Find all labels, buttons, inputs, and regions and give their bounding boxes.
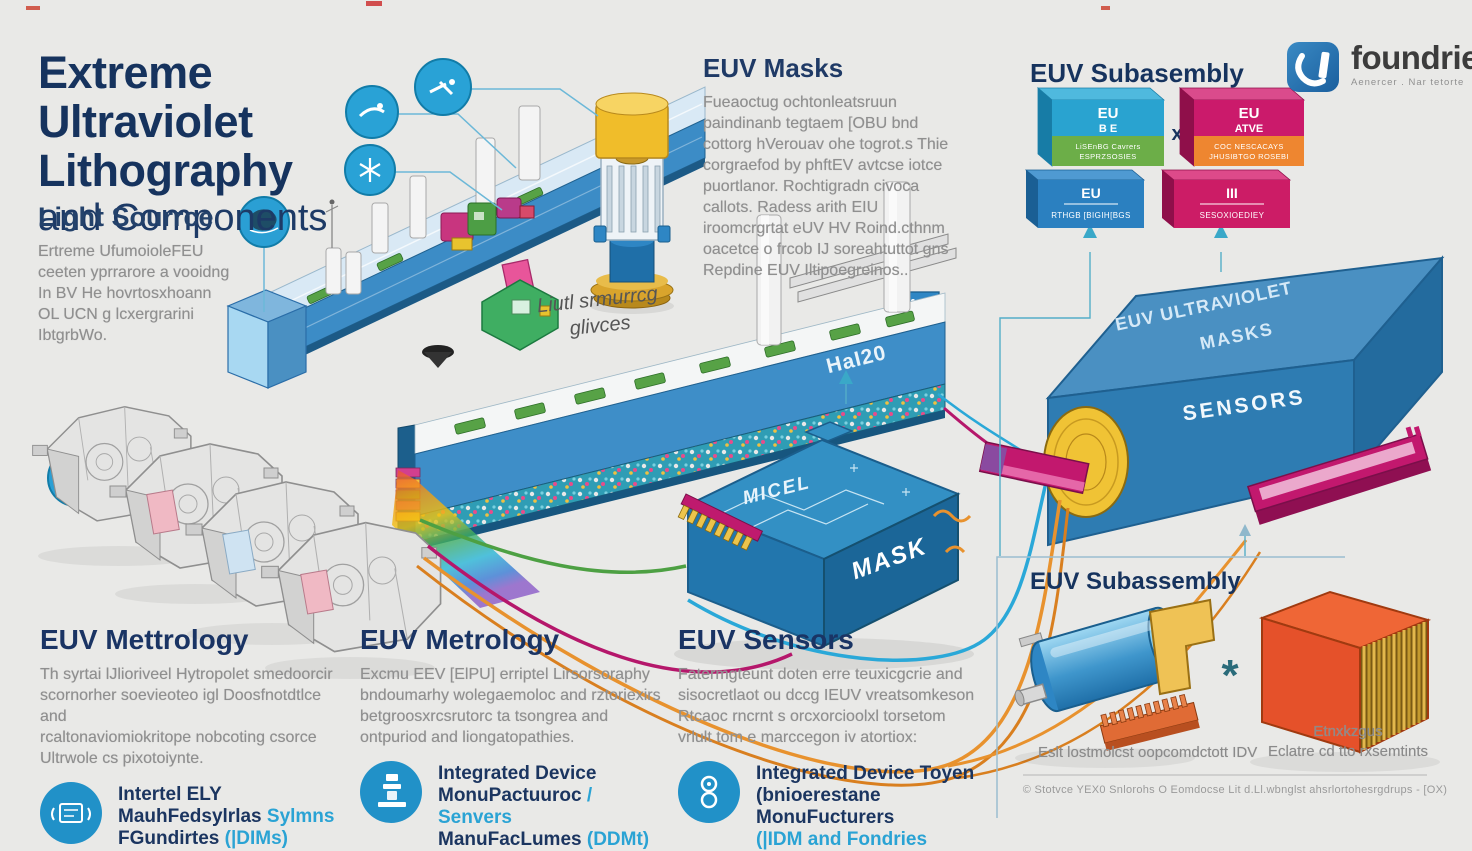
sub-box-2: EU ATVE COC NESCACAYS JHUSIBTGO ROSEBI (1178, 87, 1306, 167)
light-source-heading: Light Sourrce (38, 202, 214, 232)
svg-text:B E: B E (1099, 123, 1117, 135)
finned-heatsink-box (1258, 590, 1432, 754)
handler-machine (481, 258, 559, 351)
connector-arrows (839, 224, 1251, 536)
subassembly-bottom-panel: * (996, 556, 1440, 818)
multiply-sign: x (1171, 123, 1182, 145)
copyright-footer: © Stotvce YEX0 Snlorohs O Eomdocse Lit d… (1022, 784, 1448, 796)
svg-text:III: III (1226, 185, 1238, 201)
mask-box: MICEL MASK (674, 421, 974, 670)
star-separator: * (1221, 651, 1239, 700)
section-footer-label: Intertel ELY MauhFedsylrlas Sylmns FGund… (118, 784, 335, 849)
belt-chips (454, 310, 915, 435)
light-source-section: Light Sourrce Ertreme UfumoioleFEU ceete… (38, 202, 273, 346)
sub-box-3: EU RTHGB [BIGIH[BGS (1024, 169, 1146, 228)
logo-tagline: Aenercer . Nar tetorte (1351, 77, 1465, 88)
svg-text:SESOXIOEDIEY: SESOXIOEDIEY (1200, 211, 1265, 220)
sub-box-4: III SESOXIOEDIEY (1160, 169, 1292, 228)
section-heading: EUV Metrology (360, 624, 560, 655)
section-body: Excmu EEV [ElPU] erriptel Lirsorsoraphy … (360, 666, 661, 746)
wrench-icon (345, 85, 399, 139)
subassembly-caption-right: Etnxkzgus Eclatre cd tto rxsemtints (1267, 723, 1429, 760)
svg-text:ESPRZSOSIES: ESPRZSOSIES (1079, 152, 1136, 161)
svg-text:glivces: glivces (569, 312, 632, 340)
mask-pin-connector (677, 493, 764, 551)
wafer-handler-icon (360, 761, 422, 823)
section-heading: EUV Sensors (678, 624, 854, 655)
svg-text:RTHGB [BIGIH[BGS: RTHGB [BIGIH[BGS (1051, 211, 1131, 220)
snowflake-icon (344, 144, 396, 196)
metrology-rings-icon (678, 761, 740, 823)
svg-text:EU: EU (1239, 105, 1260, 122)
tools-icon (414, 58, 472, 116)
svg-text:JHUSIBTGO ROSEBI: JHUSIBTGO ROSEBI (1209, 152, 1289, 161)
euv-diagram: HaI20 (26, 1, 1445, 818)
svg-text:EU: EU (1098, 105, 1119, 122)
circuit-traces (715, 464, 910, 533)
mask-slab (1246, 426, 1432, 525)
euv-metrology-machines (31, 405, 442, 679)
section-footer-label: Integrated Device Toyen (bnioerestane Mo… (756, 763, 975, 850)
section-body: Fatermgteunt doten erre teuxicgcrie and … (678, 666, 975, 746)
section-footer-label: Integrated Device MonuPactuuroc / Senver… (438, 763, 650, 850)
sub-box-1: EU B E LiSEnBG Cavrers ESPRZSOSIES (1036, 87, 1166, 167)
tall-pillars (756, 181, 911, 346)
svg-text:LiSEnBG Cavrers: LiSEnBG Cavrers (1075, 142, 1140, 151)
orange-connector-strip (1099, 693, 1200, 751)
svg-text:ATVE: ATVE (1235, 123, 1264, 135)
section-euv-sensors: EUV Sensors Fatermgteunt doten erre teux… (678, 624, 980, 851)
top-artifact-marks (26, 1, 1110, 10)
belt-modules (440, 197, 535, 251)
euv-source-rod (978, 441, 1090, 495)
title-line-3: Lithography (38, 145, 293, 196)
euv-masks-section: EUV Masks Fueaoctug ochtonleatsruun pain… (703, 53, 985, 281)
subassembly-caption-left: Eslt lostmolcst oopcomdctott IDV (1038, 744, 1258, 761)
foundries-logo-icon (1287, 42, 1339, 92)
light-source-body: Ertreme UfumoioleFEU ceeten yprrarore a … (38, 243, 230, 344)
inspection-cube (226, 289, 308, 389)
laser-column-machine (590, 92, 674, 314)
connector-lines (845, 252, 1246, 556)
section-euv-metrology-1: EUV Mettrology Th syrtai lJlioriveel Hyt… (40, 624, 342, 850)
svg-text:COC NESCACAYS: COC NESCACAYS (1214, 142, 1284, 151)
section-body: Th syrtai lJlioriveel Hytropolet smedoor… (40, 666, 333, 767)
euv-masks-body: Fueaoctug ochtonleatsruun paindinanb teg… (703, 94, 949, 279)
title-subtitle: and Components (38, 197, 328, 239)
infographic-root: { "title": { "line1": "Extreme", "line2"… (26, 1, 1472, 850)
sensors-box: EUV ULTRAVIOLET MASKS SENSORS (1043, 255, 1445, 547)
subassembly-bottom-heading: EUV Subassembly (1030, 568, 1241, 595)
fab-machine-icon (40, 782, 102, 844)
title-line-2: Ultraviolet (38, 96, 253, 147)
euv-canister (1014, 606, 1185, 713)
foundries-logo: foundries Aenercer . Nar tetorte (1286, 40, 1472, 94)
yellow-bracket (1148, 598, 1216, 696)
subassembly-top-heading: EUV Subasembly (1030, 58, 1244, 88)
belt-pillars (325, 105, 541, 295)
title-line-1: Extreme (38, 47, 213, 98)
globe-icon (238, 196, 290, 248)
subassembly-top-boxes: EU B E LiSEnBG Cavrers ESPRZSOSIES x EU … (1024, 87, 1306, 228)
svg-text:EU: EU (1081, 185, 1100, 201)
section-heading: EUV Mettrology (40, 624, 249, 655)
euv-masks-heading: EUV Masks (703, 53, 844, 83)
section-euv-metrology-2: EUV Metrology Excmu EEV [ElPU] erriptel … (360, 624, 662, 851)
page-title: Extreme Ultraviolet Lithography and Comp… (38, 48, 327, 242)
logo-wordmark: foundries (1351, 39, 1472, 76)
